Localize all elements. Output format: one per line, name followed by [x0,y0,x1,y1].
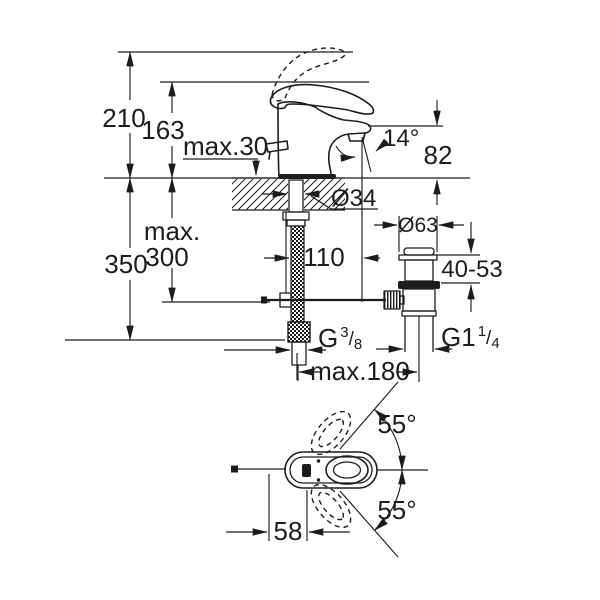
supply-and-rod [261,179,386,381]
side-view: 210 163 max.30 350 max. 300 Ø34 110 14° … [65,47,503,386]
base-seal [279,174,336,179]
dim-max180-label: max.180 [310,356,410,386]
dim-58-label: 58 [274,516,303,546]
waste-thread-base: G1 [441,322,476,352]
dim-dia34-label: Ø34 [331,185,376,212]
rod-end-cap [231,465,238,473]
cartridge-slot [302,464,311,477]
waste-thread-denominator: 4 [491,335,499,352]
spout-angle-detail [335,136,390,302]
popup-rod-knob [265,140,289,160]
dim-40-53-label: 40-53 [441,256,502,283]
dim-14deg-label: 14° [383,125,419,152]
lever-handle [269,83,375,115]
waste-flange-ring [398,281,440,289]
popup-waste-assembly [383,247,440,382]
supply-thread-denominator: 8 [354,336,362,353]
dimension-lines [126,51,475,380]
supply-thread-base: G [318,323,338,353]
faucet-body-outline [265,47,375,179]
dim-82-label: 82 [424,140,453,170]
dimension-lines-top [226,474,350,541]
rod-adjuster-knob [383,290,401,310]
dim-max300-label-line1: max. [144,216,200,246]
waste-thread-slash: / [486,328,492,349]
dim-350-label: 350 [104,249,147,279]
supply-nut [287,321,311,343]
dim-110-label: 110 [303,242,344,272]
dim-163-label: 163 [141,115,184,145]
flexible-hose [290,225,305,323]
dim-210-label: 210 [102,103,145,133]
lever-handle-raised-dashed [271,47,346,102]
dim-55deg-upper-label: 55° [377,409,416,439]
dim-55deg-lower-label: 55° [377,495,416,525]
top-view: 55° 55° 58 [226,381,428,558]
lever-top-outer [325,455,369,485]
dim-max300-label-line2: 300 [145,242,188,272]
lever-top-inner [332,461,362,479]
supply-thread-slash: / [349,329,355,350]
supply-thread-numerator: 3 [340,324,348,341]
dim-max30-label: max.30 [183,131,268,161]
dim-dia63-label: Ø63 [398,214,438,237]
faucet-top-outline [231,451,378,489]
waste-thread-numerator: 1 [478,323,486,340]
